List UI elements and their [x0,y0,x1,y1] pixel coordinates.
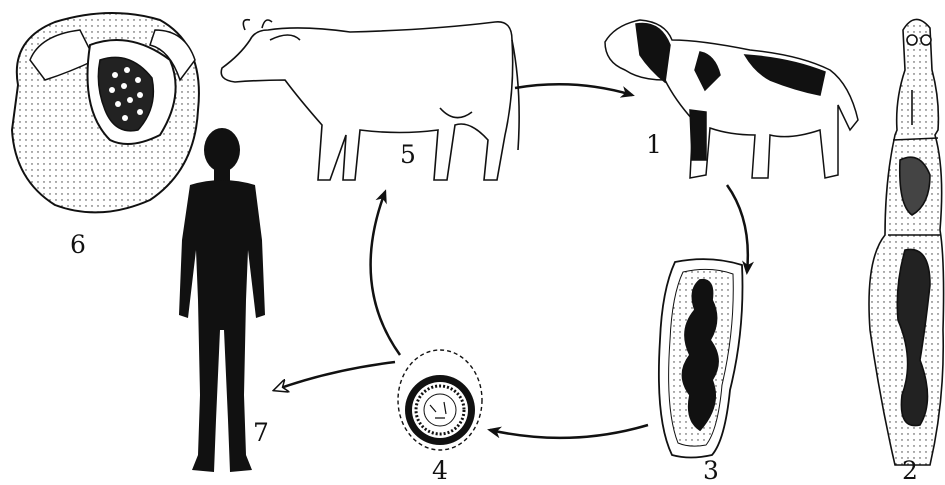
label-cow: 5 [400,142,416,167]
hydatid-cyst-illustration [12,13,199,212]
label-dog: 1 [646,132,662,157]
arrow-egg-to-cow [371,192,400,355]
arrow-cow-to-dog [515,84,632,95]
adult-tapeworm-illustration [869,19,944,465]
dog-illustration [605,20,858,178]
gravid-segment-illustration [659,259,743,457]
label-cyst: 6 [70,232,86,257]
cow-illustration [221,20,519,180]
arrow-segment-to-egg [490,425,648,438]
egg-illustration [398,350,482,450]
label-segment: 3 [703,458,719,483]
arrow-dog-to-segment [727,185,748,272]
label-human: 7 [253,420,269,445]
arrow-egg-to-human [275,362,395,390]
label-egg: 4 [432,458,448,483]
label-adult-worm: 2 [902,458,918,483]
